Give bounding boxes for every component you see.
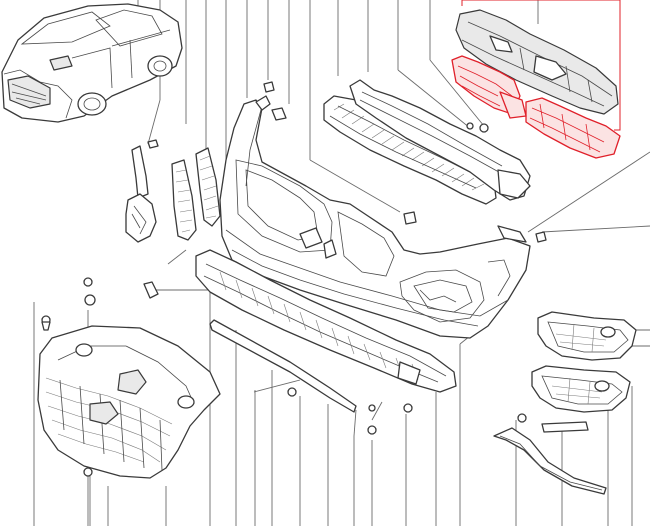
fog-lamp-bezel-lower	[531, 365, 631, 413]
chrome-trim-strip	[209, 319, 357, 413]
lower-trim-pieces	[493, 421, 607, 495]
upper-absorber	[349, 79, 531, 201]
left-trim-vertical	[125, 139, 159, 243]
leader-lines	[33, 0, 650, 526]
impact-absorber	[455, 9, 619, 115]
car-icon	[1, 3, 183, 123]
radiator-grille	[37, 325, 221, 479]
highlighted-energy-absorber	[451, 0, 621, 159]
lower-spoiler	[195, 249, 457, 393]
fog-lamp-bezel-upper	[537, 311, 637, 361]
left-trim-clips	[171, 147, 221, 241]
